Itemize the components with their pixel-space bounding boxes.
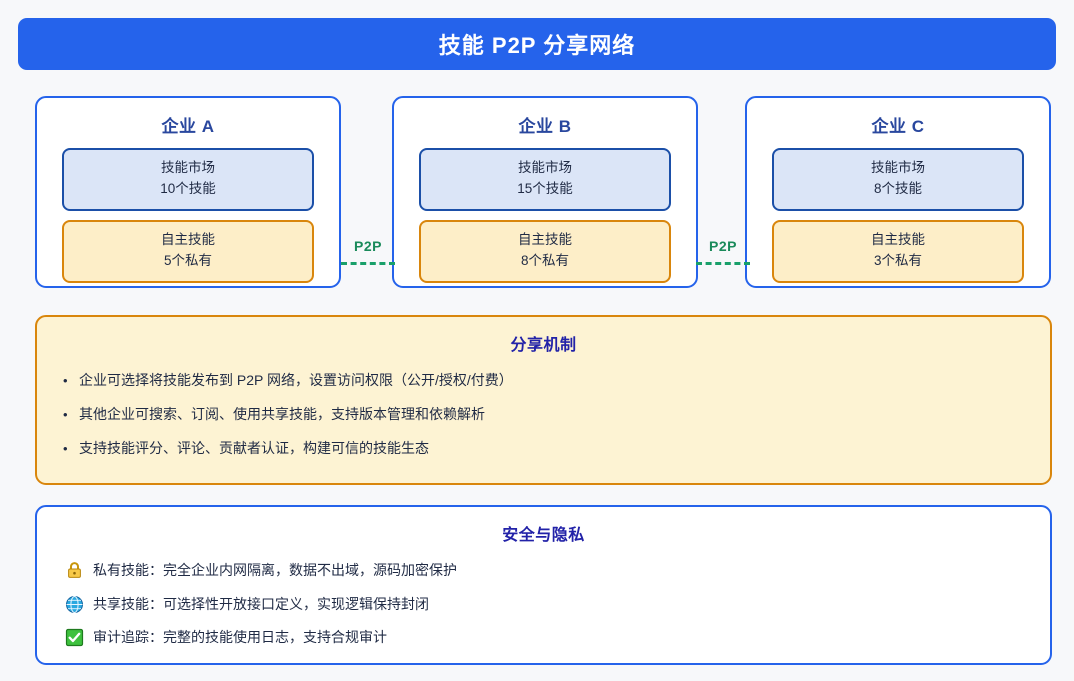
enterprise-card-title: 企业 B <box>518 117 572 136</box>
private-skill-count: 5个私有 <box>163 252 212 268</box>
bullet-icon: • <box>63 372 68 388</box>
private-skill-count: 8个私有 <box>520 252 569 268</box>
list-item-text: 支持技能评分、评论、贡献者认证，构建可信的技能生态 <box>79 440 429 456</box>
p2p-connector-label: P2P <box>354 238 382 254</box>
skill-market-count: 15个技能 <box>517 180 573 196</box>
page-title: 技能 P2P 分享网络 <box>438 33 636 58</box>
bullet-icon: • <box>63 440 68 456</box>
list-item: • 其他企业可搜索、订阅、使用共享技能，支持版本管理和依赖解析 <box>63 404 1050 425</box>
enterprise-cards-row: 企业 A 技能市场 10个技能 自主技能 5个私有 企业 B 技能市场 15个技… <box>0 96 1074 292</box>
security-privacy-title: 安全与隐私 <box>502 527 585 544</box>
p2p-dashed-line <box>696 262 750 265</box>
list-item-text: 企业可选择将技能发布到 P2P 网络，设置访问权限（公开/授权/付费） <box>79 372 513 388</box>
private-skill-label: 自主技能 <box>871 231 925 247</box>
skill-market-label: 技能市场 <box>871 160 925 175</box>
list-item: 共享技能：可选择性开放接口定义，实现逻辑保持封闭 <box>65 595 1050 615</box>
skill-market-count: 10个技能 <box>160 180 216 196</box>
security-privacy-panel: 安全与隐私 私有技能：完全企业内网隔离，数据不出域，源码加密保护 <box>35 505 1052 665</box>
list-item: • 企业可选择将技能发布到 P2P 网络，设置访问权限（公开/授权/付费） <box>63 370 1050 391</box>
globe-icon <box>65 595 84 614</box>
p2p-connector-ab: P2P <box>341 238 395 265</box>
skill-market-box[interactable]: 技能市场 10个技能 <box>62 148 314 211</box>
security-privacy-list: 私有技能：完全企业内网隔离，数据不出域，源码加密保护 共享技能：可选择性开放接口… <box>37 561 1050 648</box>
list-item-text: 审计追踪：完整的技能使用日志，支持合规审计 <box>93 629 387 646</box>
list-item-text: 私有技能：完全企业内网隔离，数据不出域，源码加密保护 <box>93 562 457 578</box>
private-skill-box[interactable]: 自主技能 5个私有 <box>62 219 314 283</box>
enterprise-card-title: 企业 A <box>161 117 215 136</box>
list-item-text: 其他企业可搜索、订阅、使用共享技能，支持版本管理和依赖解析 <box>79 406 485 422</box>
enterprise-card-b[interactable]: 企业 B 技能市场 15个技能 自主技能 8个私有 <box>392 96 698 288</box>
list-item-text: 共享技能：可选择性开放接口定义，实现逻辑保持封闭 <box>93 595 429 612</box>
sharing-mechanism-title: 分享机制 <box>510 337 577 354</box>
private-skill-box[interactable]: 自主技能 3个私有 <box>772 219 1024 283</box>
skill-market-box[interactable]: 技能市场 8个技能 <box>772 148 1024 211</box>
list-item: 审计追踪：完整的技能使用日志，支持合规审计 <box>65 628 1050 648</box>
sharing-mechanism-list: • 企业可选择将技能发布到 P2P 网络，设置访问权限（公开/授权/付费） • … <box>37 370 1050 459</box>
private-skill-label: 自主技能 <box>518 231 572 247</box>
skill-market-count: 8个技能 <box>873 180 922 196</box>
enterprise-card-title: 企业 C <box>871 117 925 136</box>
list-item: 私有技能：完全企业内网隔离，数据不出域，源码加密保护 <box>65 561 1050 581</box>
lock-icon <box>65 561 84 580</box>
skill-market-box[interactable]: 技能市场 15个技能 <box>419 148 671 211</box>
enterprise-card-a[interactable]: 企业 A 技能市场 10个技能 自主技能 5个私有 <box>35 96 341 288</box>
list-item: • 支持技能评分、评论、贡献者认证，构建可信的技能生态 <box>63 438 1050 459</box>
skill-market-label: 技能市场 <box>518 160 572 175</box>
bullet-icon: • <box>63 406 68 422</box>
private-skill-count: 3个私有 <box>873 252 922 268</box>
private-skill-box[interactable]: 自主技能 8个私有 <box>419 219 671 283</box>
page-title-bar: 技能 P2P 分享网络 <box>18 18 1056 70</box>
enterprise-card-c[interactable]: 企业 C 技能市场 8个技能 自主技能 3个私有 <box>745 96 1051 288</box>
skill-market-label: 技能市场 <box>161 160 215 175</box>
p2p-dashed-line <box>341 262 395 265</box>
check-box-icon <box>65 628 84 647</box>
private-skill-label: 自主技能 <box>161 231 215 247</box>
sharing-mechanism-panel: 分享机制 • 企业可选择将技能发布到 P2P 网络，设置访问权限（公开/授权/付… <box>35 315 1052 485</box>
p2p-connector-bc: P2P <box>696 238 750 265</box>
p2p-connector-label: P2P <box>709 238 737 254</box>
